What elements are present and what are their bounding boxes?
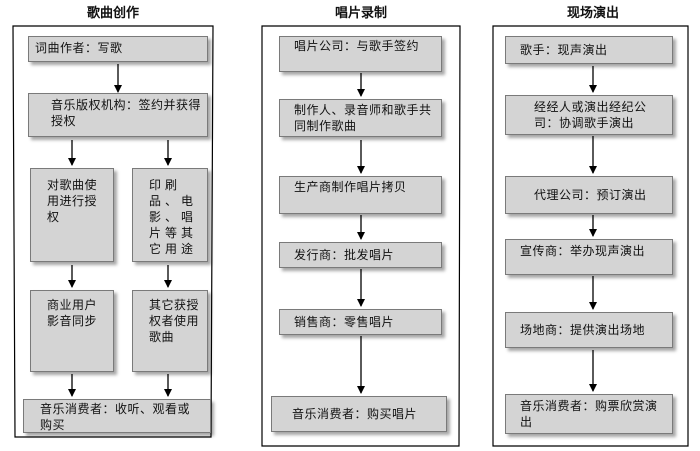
box-venue: 场地商：提供演出场地 bbox=[505, 312, 673, 348]
box-other-licensees: 其它获授权者使用歌曲 bbox=[132, 290, 208, 372]
box-consumer-1: 音乐消费者：收听、观看或购买 bbox=[23, 399, 211, 433]
box-promoter: 宣传商：举办现声演出 bbox=[505, 239, 673, 275]
box-distributor: 发行商：批发唱片 bbox=[279, 242, 442, 268]
box-singer: 歌手：现声演出 bbox=[505, 36, 673, 64]
box-commercial-av: 商业用户影音同步 bbox=[30, 290, 114, 372]
column-frame-songwriting bbox=[12, 25, 214, 438]
box-consumer-3: 音乐消费者：购票欣赏演出 bbox=[505, 394, 673, 434]
box-manager: 经经人或演出经纪公司：协调歌手演出 bbox=[505, 95, 673, 135]
box-booking-agency: 代理公司：预订演出 bbox=[505, 176, 673, 214]
box-record-label: 唱片公司：与歌手签约 bbox=[279, 36, 442, 72]
column-frame-live bbox=[492, 25, 689, 447]
box-retailer: 销售商：零售唱片 bbox=[279, 309, 442, 335]
column-frame-recording bbox=[261, 25, 461, 447]
box-other-uses: 印刷品、电影、唱片等其它用途 bbox=[132, 168, 208, 262]
box-manufacturer: 生产商制作唱片拷贝 bbox=[279, 176, 442, 214]
box-authorize-usage: 对歌曲使用进行授权 bbox=[30, 168, 114, 262]
column-title-recording: 唱片录制 bbox=[334, 6, 387, 21]
box-consumer-2: 音乐消费者：购买唱片 bbox=[271, 396, 447, 432]
box-songwriter: 词曲作者：写歌 bbox=[28, 36, 208, 62]
box-producers: 制作人、录音师和歌手共同制作歌曲 bbox=[279, 99, 442, 137]
column-title-live: 现场演出 bbox=[566, 6, 619, 21]
column-title-songwriting: 歌曲创作 bbox=[86, 6, 139, 21]
box-rights-org: 音乐版权机构：签约并获得授权 bbox=[28, 93, 208, 137]
